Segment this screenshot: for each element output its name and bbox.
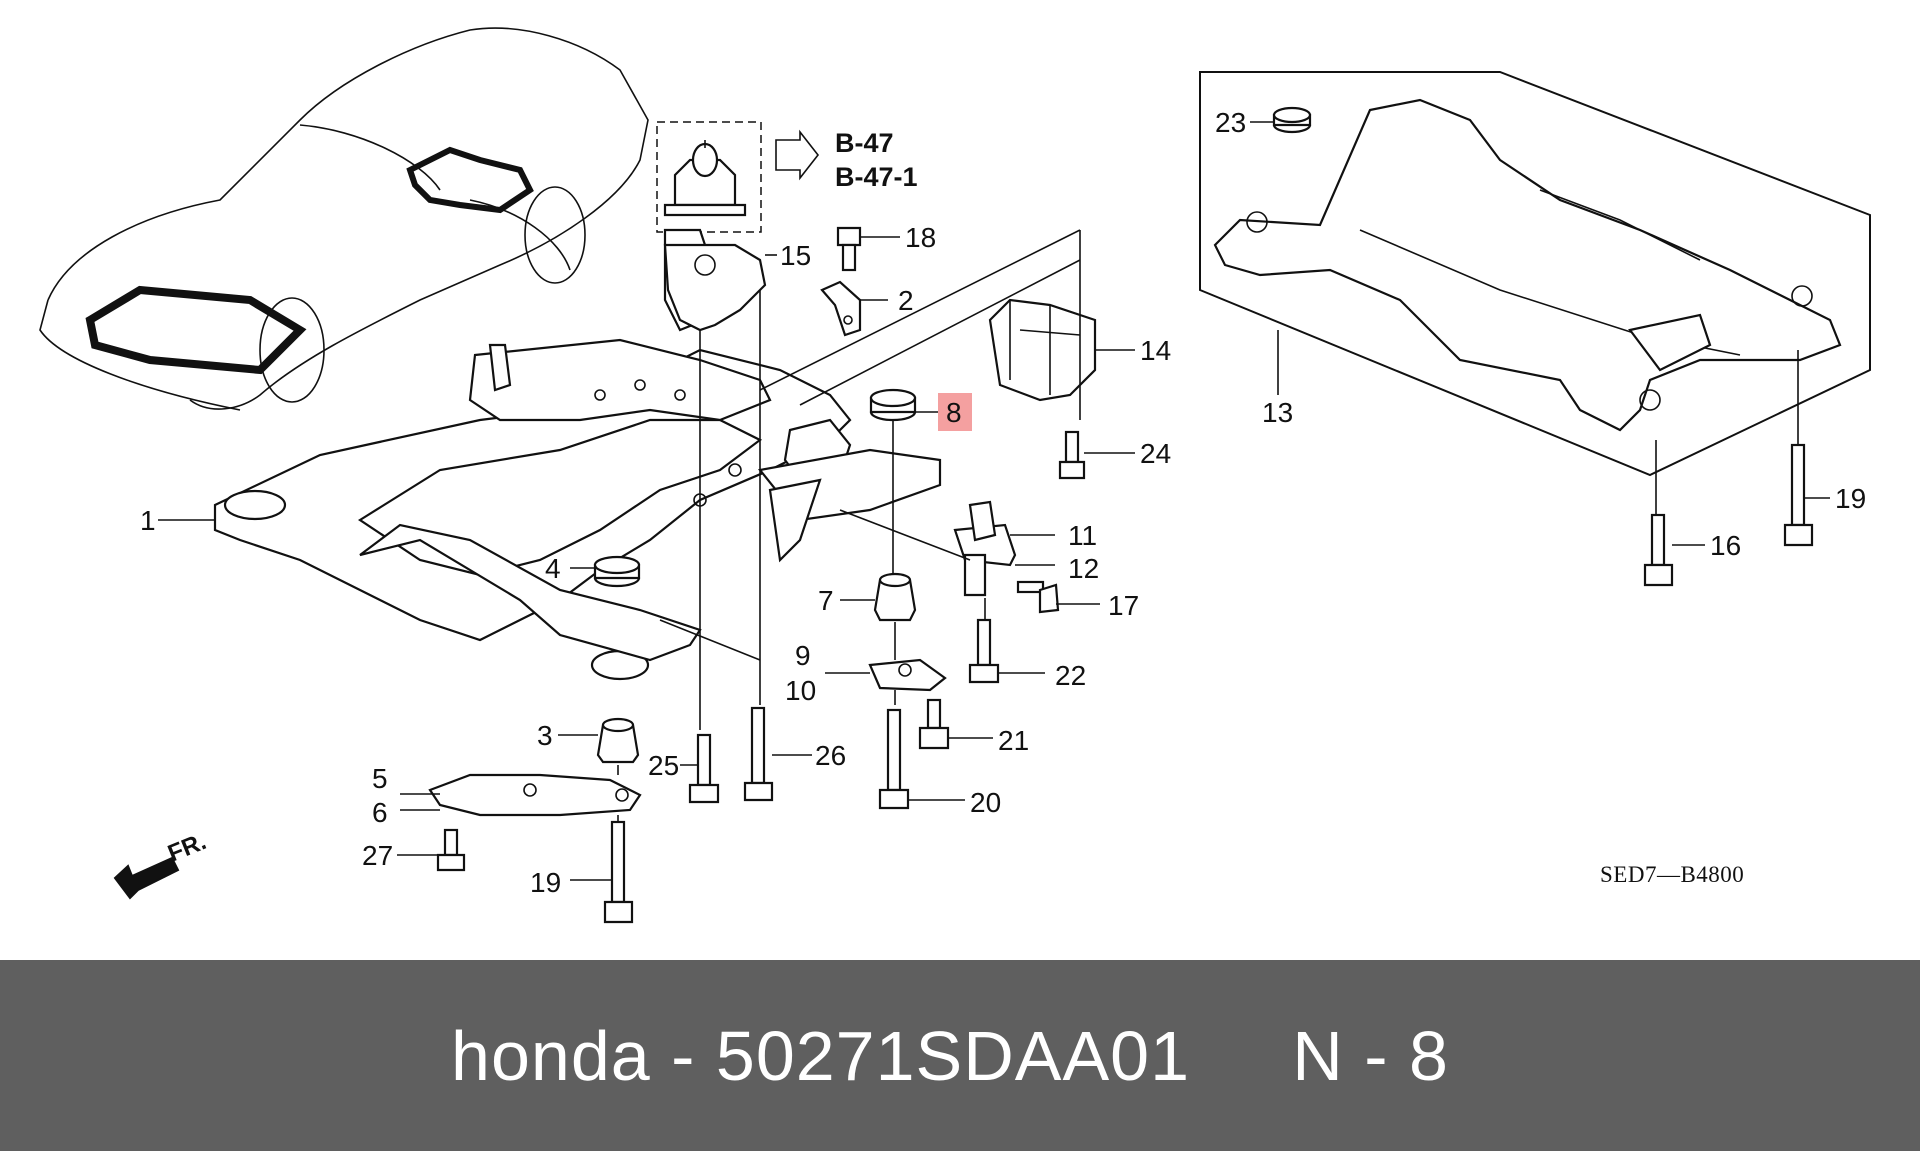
callout-9: 9 — [795, 640, 811, 671]
callout-26: 26 — [815, 740, 846, 771]
part-8-bushing — [869, 388, 917, 422]
callout-14: 14 — [1140, 335, 1171, 366]
ref-label-2: B-47-1 — [835, 162, 918, 192]
arrow-right-icon — [775, 129, 820, 181]
front-direction: FR. — [113, 828, 210, 900]
callout-5: 5 — [372, 763, 388, 794]
part-4-bushing — [593, 555, 641, 588]
callout-10: 10 — [785, 675, 816, 706]
part-9-10-bracket — [868, 658, 947, 692]
callout-27: 27 — [362, 840, 393, 871]
ref-label-1: B-47 — [835, 128, 894, 158]
callout-15: 15 — [780, 240, 811, 271]
parts-diagram: B-47 B-47-1 — [39, 27, 1871, 924]
part-23-bushing — [1272, 106, 1312, 134]
part-15-bracket — [663, 243, 767, 332]
callout-24: 24 — [1140, 438, 1171, 469]
callout-25: 25 — [648, 750, 679, 781]
car-outline-icon — [39, 27, 649, 411]
part-5-6-stiffener — [428, 773, 642, 817]
part-7-bushing — [873, 572, 917, 622]
callout-21: 21 — [998, 725, 1029, 756]
part-26-bolt — [743, 706, 774, 802]
callout-11: 11 — [1068, 520, 1097, 551]
callout-3: 3 — [537, 720, 553, 751]
callout-8: 8 — [946, 397, 962, 428]
part-3-bushing — [596, 717, 640, 764]
callout-22: 22 — [1055, 660, 1086, 691]
callout-7: 7 — [818, 585, 834, 616]
leader-lines — [158, 121, 1830, 881]
highlight-box — [938, 393, 972, 431]
part-24-bolt — [1058, 430, 1086, 480]
callout-17: 17 — [1108, 590, 1139, 621]
callout-6: 6 — [372, 797, 388, 828]
part-21-bolt — [918, 698, 950, 750]
callout-2: 2 — [898, 285, 914, 316]
callout-23: 23 — [1215, 107, 1246, 138]
front-direction-label: FR. — [164, 828, 210, 868]
callout-numbers: 1 2 3 4 5 6 7 8 9 10 11 12 13 14 15 16 1… — [140, 107, 1866, 898]
front-subframe — [213, 228, 942, 681]
callout-18: 18 — [905, 222, 936, 253]
callout-19-front: 19 — [530, 867, 561, 898]
part-22-bolt — [968, 618, 1000, 684]
part-27-bolt — [436, 828, 466, 872]
part-16-bolt — [1643, 513, 1674, 587]
front-arrow-icon — [113, 856, 180, 900]
part-18-bolt — [836, 226, 862, 272]
rear-subframe-box — [1199, 71, 1871, 477]
callout-4: 4 — [545, 553, 561, 584]
part-2-bracket — [820, 280, 862, 337]
part-11-12-bracket — [953, 500, 1017, 597]
callout-12: 12 — [1068, 553, 1099, 584]
diagram-code: SED7—B4800 — [1600, 862, 1744, 887]
part-25-bolt — [688, 733, 720, 804]
engine-mount-reference: B-47 B-47-1 — [656, 121, 918, 233]
callout-20: 20 — [970, 787, 1001, 818]
part-19-bolt-front — [603, 820, 634, 924]
part-20-bolt — [878, 708, 910, 810]
callout-16: 16 — [1710, 530, 1741, 561]
part-17-bolt — [1016, 580, 1060, 614]
part-19-bolt-rear — [1783, 443, 1814, 547]
part-14-mount — [988, 298, 1097, 402]
part-caption: honda - 50271SDAA01 N - 8 — [451, 1016, 1449, 1095]
callout-19-rear: 19 — [1835, 483, 1866, 514]
callout-1: 1 — [140, 505, 156, 536]
footer-bar: honda - 50271SDAA01 N - 8 — [0, 960, 1920, 1151]
callout-13: 13 — [1262, 397, 1293, 428]
